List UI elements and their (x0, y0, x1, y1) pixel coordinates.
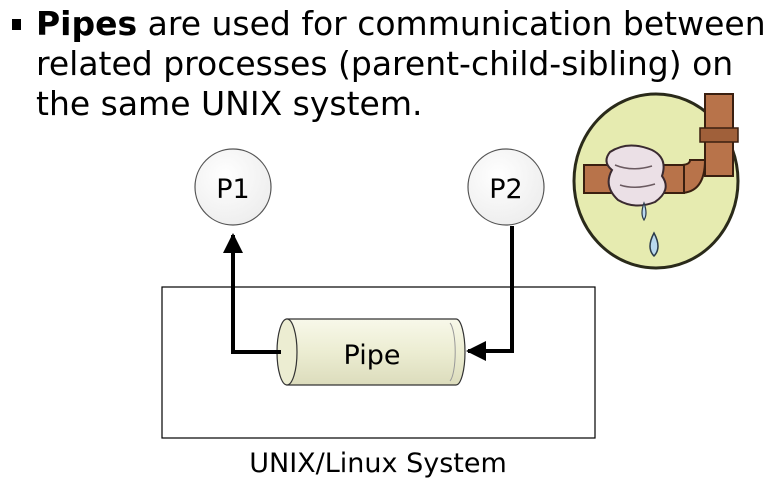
pipes-term: Pipes (36, 4, 138, 43)
pipe-cylinder: Pipe (276, 318, 466, 386)
arrow-pipe-to-p1 (223, 233, 281, 354)
bullet-line-1-rest: are used for communication between (137, 4, 766, 43)
process-p2-label: P2 (489, 174, 522, 205)
arrow-p2-to-pipe (466, 226, 514, 361)
leaky-pipe-icon (572, 92, 740, 270)
pipe-label: Pipe (344, 340, 401, 371)
system-label: UNIX/Linux System (249, 448, 507, 479)
process-p1: P1 (194, 148, 272, 226)
bullet-line-1: Pipes are used for communication between (36, 4, 774, 44)
bullet-marker (12, 19, 21, 30)
bullet-line-3: the same UNIX system. (36, 84, 423, 123)
process-p1-label: P1 (216, 174, 249, 205)
bullet-line-2: related processes (parent-child-sibling)… (36, 44, 734, 83)
process-p2: P2 (467, 148, 545, 226)
bullet-text: Pipes are used for communication between… (36, 4, 774, 124)
